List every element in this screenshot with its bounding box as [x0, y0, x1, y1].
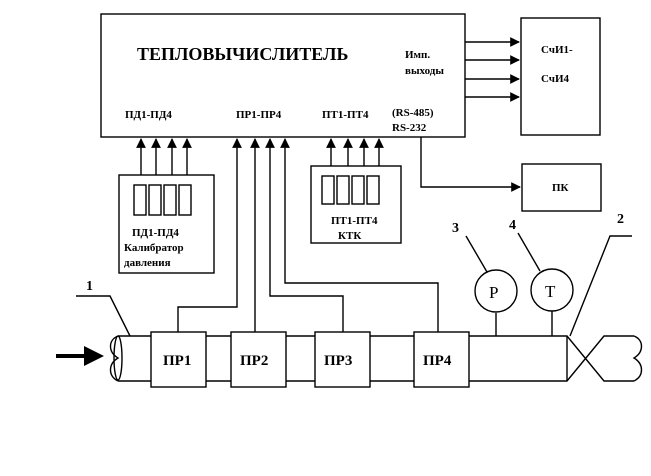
imp-outputs-label-1: Имп. — [405, 49, 430, 61]
pipe-right-cut — [632, 335, 643, 382]
pressure-gauge — [474, 269, 518, 313]
counters-label-top: СчИ1- — [541, 44, 573, 56]
pressure-gauge-label: Р — [489, 283, 498, 302]
pressure-display-digit-4 — [178, 184, 192, 216]
pt-ports-label: ПТ1-ПТ4 — [322, 109, 369, 121]
pressure-display-digit-2 — [148, 184, 162, 216]
callout-1: 1 — [86, 279, 93, 294]
rs485-label: (RS-485) — [392, 107, 434, 119]
pressure-gauge-block: Р — [474, 269, 518, 336]
pr4-signal-line — [280, 138, 439, 332]
pressure-display-digit-3 — [163, 184, 177, 216]
transducer-pr3-label: ПР3 — [324, 353, 352, 369]
transducer-pr4-label: ПР4 — [423, 353, 452, 369]
callouts: 1 2 3 4 — [76, 212, 632, 337]
callout-2: 2 — [617, 212, 624, 227]
transducer-pr1-label: ПР1 — [163, 353, 191, 369]
temperature-gauge-label: Т — [545, 282, 556, 301]
transducer-pr2 — [230, 331, 287, 388]
pd-ports-label: ПД1-ПД4 — [125, 109, 172, 121]
temp-calibrator-label-1: ПТ1-ПТ4 — [331, 215, 378, 227]
transducer-pr4 — [413, 331, 470, 388]
counters-label-bottom: СчИ4 — [541, 73, 570, 85]
flow-transducers: ПР1 ПР2 ПР3 ПР4 — [150, 331, 470, 388]
temperature-gauge — [530, 268, 574, 312]
temp-calibrator-label-2: КТК — [338, 230, 361, 242]
pipe-left-end — [113, 335, 123, 381]
rs232-label: RS-232 — [392, 122, 427, 134]
transducer-signal-lines — [177, 138, 439, 332]
rs232-link — [420, 137, 521, 192]
counters-box — [520, 17, 601, 136]
pc-box — [521, 163, 602, 212]
imp-outputs-label-2: выходы — [405, 65, 444, 77]
flow-direction-arrow — [84, 346, 104, 366]
heat-calculator-box — [100, 13, 466, 138]
pressure-calibrator-label-2: Калибратор — [124, 242, 184, 254]
temperature-gauge-block: Т — [530, 268, 574, 336]
pressure-calibrator-label-3: давления — [124, 257, 171, 269]
pressure-calibrator-label-1: ПД1-ПД4 — [132, 227, 179, 239]
callout-4: 4 — [509, 218, 516, 233]
pulse-output-arrows — [465, 37, 520, 102]
pr-ports-label: ПР1-ПР4 — [236, 109, 282, 121]
transducer-pr1 — [150, 331, 207, 388]
pr1-signal-line — [177, 138, 242, 332]
transducer-pr2-label: ПР2 — [240, 353, 268, 369]
callout-1-leader — [76, 295, 131, 337]
callout-3: 3 — [452, 221, 459, 236]
callout-4-leader — [517, 232, 541, 272]
pc-label: ПК — [552, 182, 569, 194]
pipe-left-cut — [109, 335, 120, 382]
pressure-display-digit-1 — [133, 184, 147, 216]
heat-calculator-title: ТЕПЛОВЫЧИСЛИТЕЛЬ — [137, 44, 348, 64]
heat-calculator-block: ТЕПЛОВЫЧИСЛИТЕЛЬ Имп. выходы ПД1-ПД4 ПР1… — [100, 13, 466, 138]
callout-2-leader — [569, 235, 632, 337]
temp-display-digit-4 — [366, 175, 380, 205]
temp-calibrator-block: ПТ1-ПТ4 КТК — [310, 138, 402, 244]
transducer-pr3 — [314, 331, 371, 388]
callout-3-leader — [465, 235, 488, 273]
pc-block: ПК — [521, 163, 602, 212]
temp-display-digit-1 — [321, 175, 335, 205]
temp-display-digit-3 — [351, 175, 365, 205]
temp-display-digit-2 — [336, 175, 350, 205]
counters-block: СчИ1- СчИ4 — [520, 17, 601, 136]
pressure-calibrator-block: ПД1-ПД4 Калибратор давления — [118, 138, 215, 274]
pr3-signal-line — [265, 138, 344, 332]
